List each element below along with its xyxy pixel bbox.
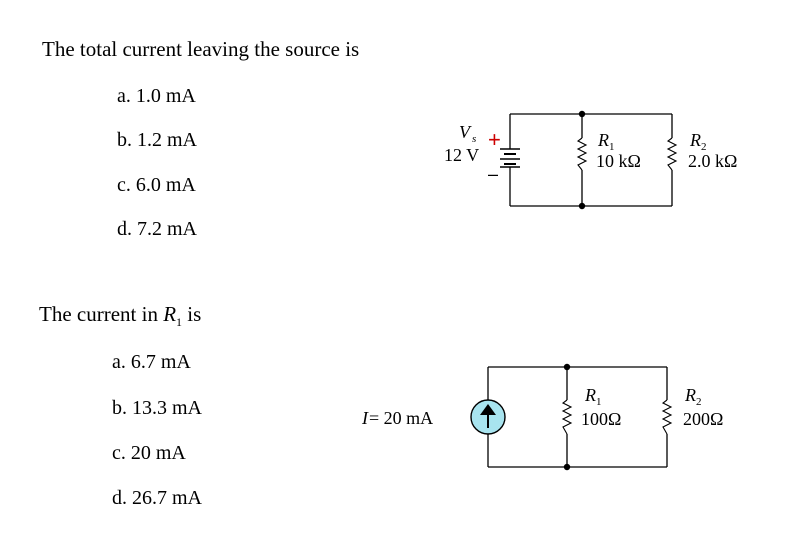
circuit-1-r2-value: 2.0 kΩ — [688, 151, 737, 171]
circuit-2-r1-resistor-icon — [561, 399, 573, 435]
question-1-option-b: b. 1.2 mA — [117, 129, 197, 151]
circuit-1-r1-sub: 1 — [609, 141, 615, 153]
circuit-1-r2-resistor-icon — [666, 137, 678, 171]
circuit-1-r1-var: R — [597, 130, 609, 150]
circuit-1-r2-var: R — [689, 130, 701, 150]
question-1-option-a: a. 1.0 mA — [117, 85, 196, 107]
question-2-prompt-var: R — [163, 302, 177, 326]
circuit-2-r2-resistor-icon — [661, 399, 673, 435]
circuit-1-minus-sign: – — [488, 164, 498, 184]
question-2-option-d: d. 26.7 mA — [112, 487, 202, 509]
question-2-option-b: b. 13.3 mA — [112, 397, 202, 419]
question-2-prompt-suffix: is — [182, 302, 202, 326]
question-1-prompt: The total current leaving the source is — [42, 37, 360, 61]
circuit-1-source-var: V — [459, 122, 472, 142]
question-1-option-c: c. 6.0 mA — [117, 174, 196, 196]
circuit-2-r1-var: R — [584, 385, 596, 405]
question-2-option-c: c. 20 mA — [112, 442, 186, 464]
circuit-1-r2-sub: 2 — [701, 141, 707, 153]
circuit-1-plus-sign: + — [488, 127, 501, 152]
circuit-2-r1-sub: 1 — [596, 396, 602, 408]
current-source-icon — [470, 399, 506, 435]
question-2-option-a: a. 6.7 mA — [112, 351, 191, 373]
question-2-prompt-prefix: The current in — [39, 302, 164, 326]
battery-icon — [500, 148, 520, 168]
circuit-2-r2-value: 200Ω — [683, 409, 723, 429]
circuit-1-source-sub: s — [472, 133, 476, 145]
circuit-2-junction-bottom — [563, 463, 571, 471]
circuit-1: V s 12 V + – R 1 10 kΩ R 2 2.0 kΩ — [444, 110, 737, 210]
question-2-prompt: The current in R1 is — [39, 302, 201, 330]
circuit-2-r2-sub: 2 — [696, 396, 702, 408]
circuit-2-r1-value: 100Ω — [581, 409, 621, 429]
question-2-prompt-sub: 1 — [176, 315, 183, 330]
circuit-2-source-var: I — [361, 408, 369, 428]
circuit-1-r1-resistor-icon — [576, 137, 588, 171]
circuit-1-junction-top — [578, 110, 586, 118]
circuit-2: I = 20 mA R 1 100Ω R 2 200Ω — [361, 363, 723, 471]
circuit-2-junction-top — [563, 363, 571, 371]
question-1-option-d: d. 7.2 mA — [117, 218, 197, 240]
circuit-1-junction-bottom — [578, 202, 586, 210]
circuit-2-r2-var: R — [684, 385, 696, 405]
circuit-1-source-value: 12 V — [444, 145, 479, 165]
circuit-1-r1-value: 10 kΩ — [596, 151, 641, 171]
circuit-2-source-value: = 20 mA — [369, 408, 433, 428]
